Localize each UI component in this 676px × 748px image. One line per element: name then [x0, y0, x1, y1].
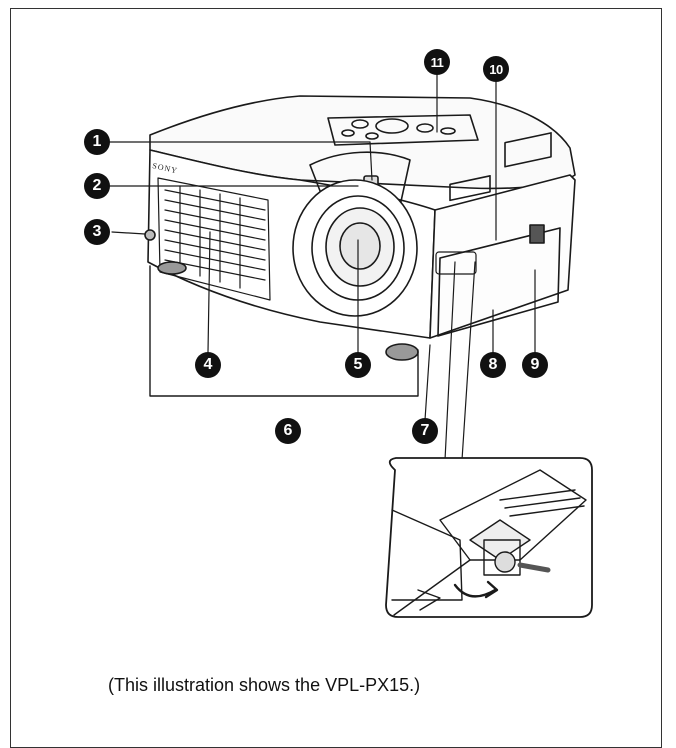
projector-side — [429, 174, 576, 339]
control-panel — [327, 114, 479, 146]
callout-6: 6 — [275, 418, 301, 444]
front-foot-right — [385, 343, 419, 361]
callout-5: 5 — [345, 352, 371, 378]
callout-1: 1 — [84, 129, 110, 155]
lens — [292, 179, 418, 317]
projector-illustration: SONY — [109, 74, 593, 618]
callout-9: 9 — [522, 352, 548, 378]
callout-2: 2 — [84, 173, 110, 199]
front-foot-left — [157, 261, 187, 275]
figure-caption: (This illustration shows the VPL-PX15.) — [108, 675, 421, 695]
callout-8: 8 — [480, 352, 506, 378]
callout-3: 3 — [84, 219, 110, 245]
lens-cover-detail — [391, 469, 587, 616]
callout-7: 7 — [412, 418, 438, 444]
callout-10: 10 — [483, 56, 509, 82]
callout-11: 11 — [424, 49, 450, 75]
callout-4: 4 — [195, 352, 221, 378]
